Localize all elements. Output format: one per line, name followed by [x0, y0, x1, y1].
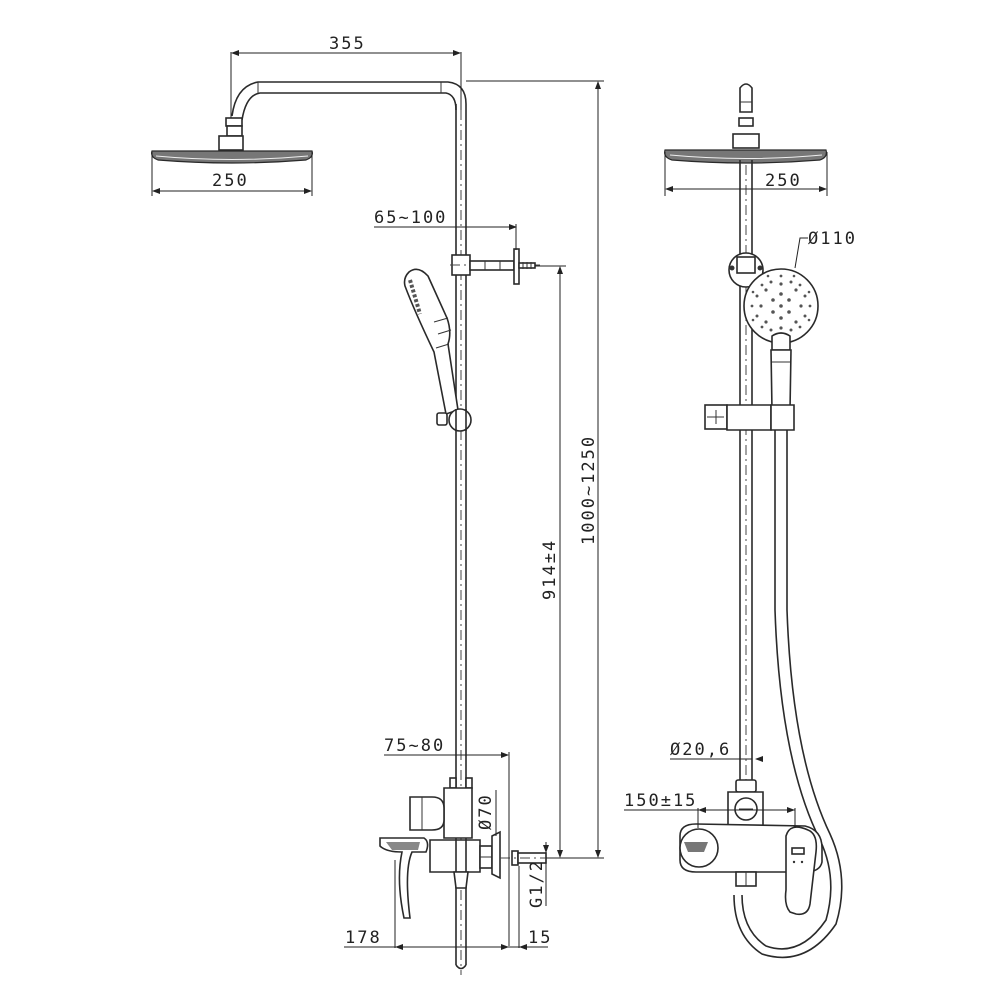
rain-head-side — [151, 150, 313, 164]
dim-inlet-centres: 150±15 — [624, 791, 698, 811]
wall-bracket-side — [450, 248, 540, 285]
dim-bracket-offset: 65~100 — [374, 208, 448, 228]
dim-mixer-body-diameter: Ø70 — [476, 793, 496, 830]
side-view — [151, 50, 604, 975]
overhead-arm — [231, 81, 467, 121]
dim-mixer-depth: 75~80 — [384, 736, 446, 756]
dim-head-diameter-side: 250 — [212, 171, 249, 191]
dim-bracket-to-inlet: 914±4 — [540, 538, 560, 600]
front-view — [624, 83, 843, 959]
side-view-dimensions — [151, 50, 604, 950]
dim-inlet-thread: G1/2 — [527, 859, 547, 908]
front-view-dimensions — [624, 152, 828, 828]
dim-riser-pipe-diameter: Ø20,6 — [670, 740, 732, 760]
slide-holder-front — [704, 404, 795, 431]
mixer-front — [679, 779, 823, 916]
dim-inlet-length: 15 — [528, 928, 553, 948]
arm-front — [732, 83, 760, 149]
rain-head-front — [664, 149, 827, 164]
hand-shower-front — [743, 268, 819, 411]
wall-bracket-front — [728, 252, 764, 288]
dim-hand-shower-diameter: Ø110 — [808, 229, 857, 249]
head-connector — [218, 117, 244, 151]
dim-spout-projection: 178 — [345, 928, 382, 948]
dim-arm-length: 355 — [329, 34, 366, 54]
mixer-side — [379, 777, 552, 919]
hand-shower-side — [403, 268, 472, 432]
dim-head-diameter-front: 250 — [765, 171, 802, 191]
dim-total-height: 1000~1250 — [579, 434, 599, 545]
hose-front — [733, 430, 843, 959]
